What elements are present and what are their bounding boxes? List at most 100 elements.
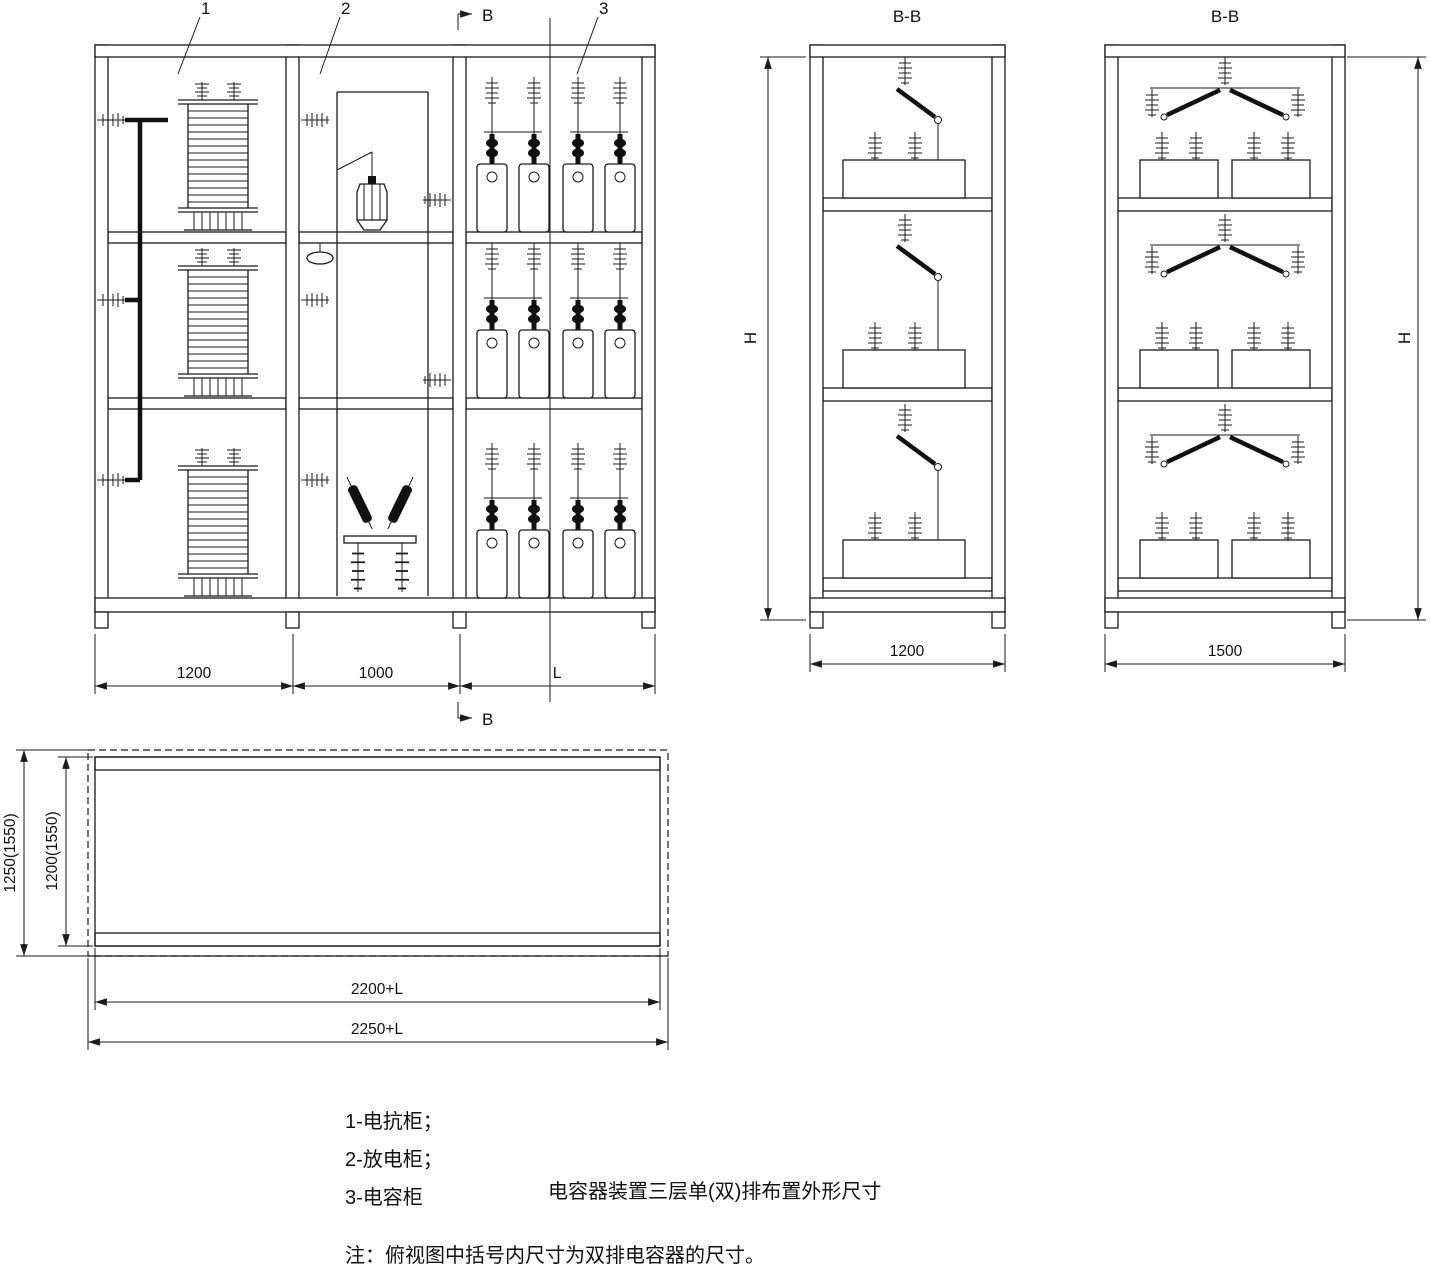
capacitor-bank [843,512,965,578]
section-title: B-B [1211,7,1239,26]
frame-post [1104,44,1119,613]
frame-post [641,44,656,613]
legend: 1-电抗柜； 2-放电柜； 3-电容柜 [345,1110,443,1209]
wall-bushing-icon [422,192,452,208]
arm-hook [934,116,942,124]
frame-foot [641,611,656,629]
callout-leader [177,16,201,75]
frame-foot [1331,611,1346,629]
extension-lines [1347,56,1426,621]
top-view: 1250(1550) 1200(1550) 2200+L 2250+L [2,749,669,1050]
support-insulator-icon [306,251,334,265]
fuse-platform [343,535,417,544]
front-rail-plan [94,756,661,771]
switch-arm [1229,244,1284,275]
tier [843,213,965,388]
shelf [1117,387,1333,402]
frame-post [285,44,300,613]
hanging-insulator-icon [1217,403,1233,433]
callouts: 1 2 3 [177,0,608,75]
front-view: 1 2 3 B B 1200 1000 L [94,0,656,729]
front-frame [94,44,656,629]
capacitor-bank [1232,512,1310,578]
frame-foot [285,611,300,629]
double-row-outline [87,749,669,957]
dim-label-1250: 1250(1550) [2,813,19,892]
bottom-rail [1104,597,1346,613]
hanging-insulator-icon [1144,88,1160,118]
dim-label-H: H [1395,332,1414,344]
arm-hook [1282,270,1290,278]
arm-hook [1282,113,1290,121]
shelf [298,397,454,410]
top-rail [1104,44,1346,58]
caption: 电容器装置三层单(双)排布置外形尺寸 注：俯视图中括号内尺寸为双排电容器的尺寸。 [345,1180,881,1267]
shelf [822,197,993,212]
section-arrow-bottom [457,702,472,722]
switch-arm [895,244,937,276]
fuse-tube-icon [382,474,419,532]
wall-bushing-icon [300,472,330,488]
arm-hook [1160,113,1168,121]
capacitor-unit [477,77,507,232]
reactor-symbol [177,447,259,597]
shelf [465,231,643,244]
capacitor-unit [605,243,635,398]
wall-bushing-icon [422,372,452,388]
shelf [298,231,454,244]
capacitor-bank [1232,322,1310,388]
dim-label-1200: 1200 [177,665,212,682]
hanging-insulator-icon [897,56,913,86]
frame-post [809,44,824,613]
rear-rail-plan [94,932,661,947]
dim-label-1500: 1500 [1208,643,1243,660]
hanging-insulator-icon [1290,245,1306,275]
dim-label-H: H [741,332,760,344]
drawing-note: 注：俯视图中括号内尺寸为双排电容器的尺寸。 [345,1244,765,1267]
hanging-insulator-icon [1217,56,1233,86]
shelf [822,577,993,592]
extension-lines [94,948,661,1010]
callout-2: 2 [341,0,350,18]
section-view-double: B-B [1104,7,1426,672]
width-dimension: 1200 [809,634,1006,672]
inner-frame [336,91,429,596]
front-view-dimensions: 1200 1000 L [94,634,656,694]
capacitor-unit [563,77,593,232]
tier [1140,213,1310,388]
dim-label-2250L: 2250+L [351,1021,404,1038]
hanging-insulator-icon [1144,435,1160,465]
frame-foot [1104,611,1119,629]
frame-foot [809,611,824,629]
section-label-top: B [482,6,493,25]
frame-post [1331,44,1346,613]
shelf [465,397,643,410]
switch-arm [1166,244,1221,275]
hanging-insulator-icon [897,213,913,243]
section-view-single: B-B H 1200 [741,7,1006,672]
reactor-cabinet [96,81,259,597]
frame-post [991,44,1006,613]
capacitor-unit [519,77,549,232]
height-dimension: H [1347,56,1426,621]
post-insulator-icon [394,542,410,593]
frame-foot [991,611,1006,629]
hanging-insulator-icon [1290,435,1306,465]
section-title: B-B [893,7,921,26]
switch-arm [1229,87,1284,118]
extension-lines [87,958,669,1050]
dim-label-1000: 1000 [359,665,394,682]
legend-item-discharge: 2-放电柜； [345,1148,443,1171]
capacitor-cabinet [477,77,635,598]
section-markers: B B [457,6,493,729]
discharge-lamp [336,151,388,231]
hanging-insulator-icon [1290,88,1306,118]
extension-lines [760,56,806,621]
callout-1: 1 [201,0,210,18]
tier-bus [484,131,628,499]
hanging-insulator-icon [1217,213,1233,243]
frame-post [94,44,109,613]
dim-label-L: L [553,665,562,682]
